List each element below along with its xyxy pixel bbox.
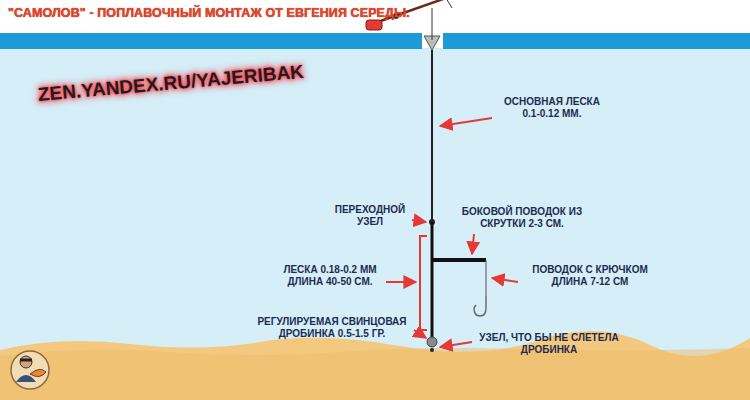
line-label: ОСНОВНАЯ ЛЕСКА 0.1-0.12 ММ. xyxy=(496,96,608,120)
side-leash xyxy=(432,258,486,262)
leader-arrow xyxy=(440,118,492,126)
leash-label: БОКОВОЙ ПОВОДОК ИЗ СКРУТКИ 2-3 СМ. xyxy=(452,206,592,230)
rod-reel xyxy=(366,20,382,30)
hook-label: ПОВОДОК С КРЮЧКОМ ДЛИНА 7-12 СМ xyxy=(520,264,660,288)
hook-leader xyxy=(486,260,487,296)
main-line xyxy=(431,50,433,222)
leader-arrow xyxy=(492,278,518,282)
sinker xyxy=(427,337,437,347)
hook xyxy=(474,296,486,316)
leader-arrow xyxy=(412,220,426,222)
length-bracket xyxy=(420,236,427,330)
stop-knot xyxy=(430,348,434,352)
rod-tip xyxy=(446,0,452,8)
sinker-label: РЕГУЛИРУЕМАЯ СВИНЦОВАЯ ДРОБИНКА 0.5-1.5 … xyxy=(252,316,412,340)
leader-arrow xyxy=(386,281,416,283)
line-label: ЛЕСКА 0.18-0.2 ММ ДЛИНА 40-50 СМ. xyxy=(276,264,384,288)
sand-shade xyxy=(0,348,750,400)
sand-bottom xyxy=(0,331,750,400)
knot-label: УЗЕЛ, ЧТО БЫ НЕ СЛЕТЕЛА ДРОБИНКА xyxy=(474,332,624,356)
leader-arrow xyxy=(472,234,474,254)
leader-arrow xyxy=(414,330,426,338)
diagram-title: "САМОЛОВ" - ПОПЛАВОЧНЫЙ МОНТАЖ ОТ ЕВГЕНИ… xyxy=(8,6,410,20)
knot-label: ПЕРЕХОДНОЙ УЗЕЛ xyxy=(330,204,410,228)
leader-arrow xyxy=(440,342,472,347)
ice-surface xyxy=(0,33,422,49)
lower-line xyxy=(431,222,434,340)
water xyxy=(0,48,750,400)
logo xyxy=(11,351,49,389)
main-line-top xyxy=(432,8,433,40)
ice-surface xyxy=(443,33,750,49)
